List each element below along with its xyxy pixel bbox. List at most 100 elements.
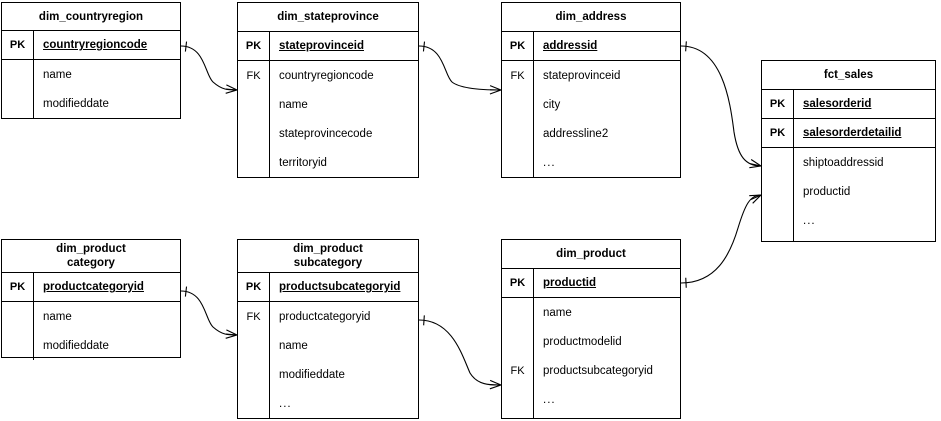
attribute-key-column: FK: [502, 61, 533, 177]
attribute-name[interactable]: modifieddate: [43, 97, 109, 110]
cardinality-one-marker: [423, 315, 425, 326]
key-badge: PK: [245, 40, 262, 52]
attribute-name[interactable]: productid: [803, 185, 851, 198]
attribute-name[interactable]: stateprovinceid: [543, 69, 621, 82]
attribute-name-column: name modifieddate: [33, 60, 180, 118]
attribute-name[interactable]: productsubcategoryid: [543, 364, 653, 377]
attribute-key-column: [2, 60, 33, 118]
relationship-line: [180, 290, 238, 336]
cardinality-many-marker: [225, 334, 238, 339]
attribute-key-blank: [2, 60, 33, 89]
attribute-block: FK stateprovinceid city addressline2...: [502, 61, 680, 177]
attribute-key-blank: [2, 302, 33, 331]
attribute-block: name modifieddate: [2, 60, 180, 118]
key-badge: PK: [509, 40, 526, 52]
attribute-name[interactable]: shiptoaddressid: [803, 156, 884, 169]
cardinality-many-marker: [225, 333, 238, 336]
attribute-key-blank: [762, 148, 793, 177]
attribute-name[interactable]: name: [279, 339, 308, 352]
cardinality-many-marker: [225, 89, 238, 94]
entity-title: dim_countryregion: [2, 3, 180, 31]
entity-title: dim_stateprovince: [238, 3, 418, 32]
attribute-block: FK productcategoryid name modifieddate...: [238, 302, 418, 418]
cardinality-one-marker: [184, 286, 188, 297]
attribute-name[interactable]: name: [43, 68, 72, 81]
attribute-key-blank: [502, 298, 533, 327]
cardinality-many-marker: [489, 379, 502, 386]
attribute-name-column: stateprovinceid city addressline2...: [533, 61, 680, 177]
attribute-name[interactable]: city: [543, 98, 561, 111]
attribute-name[interactable]: ...: [543, 156, 556, 169]
attribute-name[interactable]: countryregioncode: [279, 69, 374, 82]
attribute-name[interactable]: productmodelid: [543, 335, 622, 348]
attribute-key-blank: [502, 327, 533, 356]
attribute-name[interactable]: name: [543, 306, 572, 319]
cardinality-one-marker: [685, 41, 687, 52]
attribute-key-column: FK: [238, 302, 269, 418]
entity-title: dim_product subcategory: [238, 240, 418, 273]
attribute-name[interactable]: modifieddate: [43, 339, 109, 352]
attribute-key-blank: [238, 90, 269, 119]
attribute-name[interactable]: ...: [543, 393, 556, 406]
cardinality-many-marker: [225, 88, 238, 91]
attribute-name[interactable]: name: [43, 310, 72, 323]
attribute-key-blank: [2, 89, 33, 118]
relationship-line: [680, 45, 762, 167]
relationship-line: [418, 319, 502, 386]
attribute-key-blank: [238, 360, 269, 389]
attribute-key-blank: [502, 90, 533, 119]
cardinality-many-marker: [749, 165, 762, 169]
attribute-name[interactable]: modifieddate: [279, 368, 345, 381]
attribute-name-column: name productmodelid productsubcategoryid..…: [533, 298, 680, 418]
key-badge: PK: [769, 98, 786, 110]
attribute-name[interactable]: name: [279, 98, 308, 111]
cardinality-many-marker: [750, 194, 762, 200]
cardinality-many-marker: [489, 85, 502, 91]
key-column-name: productcategoryid: [33, 273, 180, 301]
relationship-line: [180, 45, 238, 91]
attribute-name[interactable]: ...: [803, 214, 816, 227]
attribute-name[interactable]: ...: [279, 397, 292, 410]
attribute-key-blank: [762, 206, 793, 235]
attribute-name[interactable]: stateprovincecode: [279, 127, 373, 140]
entity-title: fct_sales: [762, 61, 935, 90]
relationship-line: [680, 194, 762, 284]
attribute-key-column: FK: [502, 298, 533, 418]
attribute-name-column: shiptoaddressid productid...: [793, 148, 935, 241]
attribute-key-badge: FK: [246, 69, 261, 82]
key-badge: PK: [245, 281, 262, 293]
attribute-name-column: countryregioncode name stateprovincecode te…: [269, 61, 418, 177]
attribute-key-column: FK: [238, 61, 269, 177]
cardinality-many-marker: [752, 194, 762, 204]
attribute-key-blank: [502, 119, 533, 148]
attribute-block: FK countryregioncode name stateprovincecode…: [238, 61, 418, 177]
cardinality-many-marker: [489, 384, 502, 390]
attribute-name[interactable]: territoryid: [279, 156, 327, 169]
cardinality-many-marker: [489, 89, 502, 95]
attribute-name[interactable]: addressline2: [543, 127, 609, 140]
attribute-key-blank: [2, 331, 33, 360]
key-column-name: countryregioncode: [33, 31, 180, 59]
attribute-key-badge: FK: [246, 310, 261, 323]
attribute-name[interactable]: productcategoryid: [279, 310, 371, 323]
